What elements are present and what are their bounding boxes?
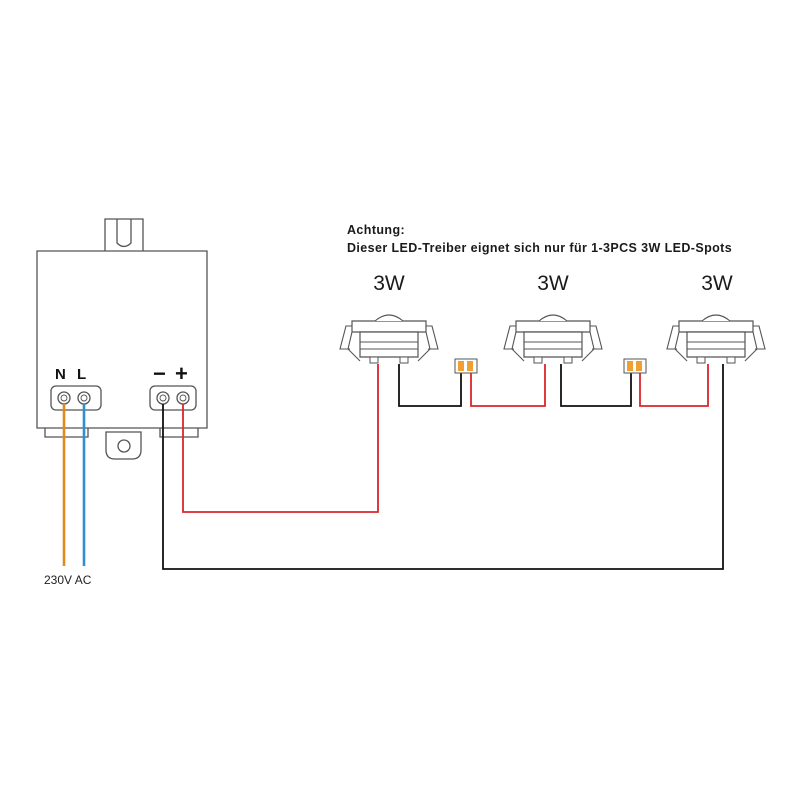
notice-title: Achtung: [347, 223, 406, 237]
terminal-plus-screw [176, 391, 190, 405]
supply-voltage-label: 230V AC [44, 573, 92, 587]
spot-1-power-label: 3W [373, 272, 405, 295]
led-spot-1 [339, 314, 439, 364]
terminal-minus-screw [156, 391, 170, 405]
negative-return-wire [162, 364, 724, 570]
wire-connector-1 [454, 358, 478, 374]
led-spot-2 [503, 314, 603, 364]
wire-spot1-to-connector1 [398, 364, 462, 407]
terminal-plus-label: + [175, 361, 188, 386]
spot-3-power-label: 3W [701, 272, 733, 295]
ac-terminal-block [50, 385, 102, 411]
driver-bottom-flange [44, 428, 199, 438]
dc-terminal-block [149, 385, 197, 411]
terminal-n-screw [57, 391, 71, 405]
wire-connector1-to-spot2 [470, 364, 546, 407]
spot-2-power-label: 3W [537, 272, 569, 295]
driver-bottom-mounting-tab [105, 431, 142, 460]
terminal-minus-label: − [153, 361, 166, 386]
terminal-l-label: L [77, 366, 87, 383]
driver-body [36, 250, 208, 429]
driver-top-mounting-tab [104, 218, 144, 251]
led-driver [36, 218, 208, 460]
wire-spot2-to-connector2 [560, 364, 632, 407]
notice: Achtung: Dieser LED-Treiber eignet sich … [347, 221, 732, 257]
positive-wire-to-spot-1 [182, 364, 379, 513]
terminal-n-label: N [55, 366, 66, 383]
led-spot-3 [666, 314, 766, 364]
driver-mount-hole [117, 439, 131, 453]
terminal-l-screw [77, 391, 91, 405]
notice-text: Dieser LED-Treiber eignet sich nur für 1… [347, 241, 733, 255]
wire-connector2-to-spot3 [639, 364, 709, 407]
wire-connector-2 [623, 358, 647, 374]
